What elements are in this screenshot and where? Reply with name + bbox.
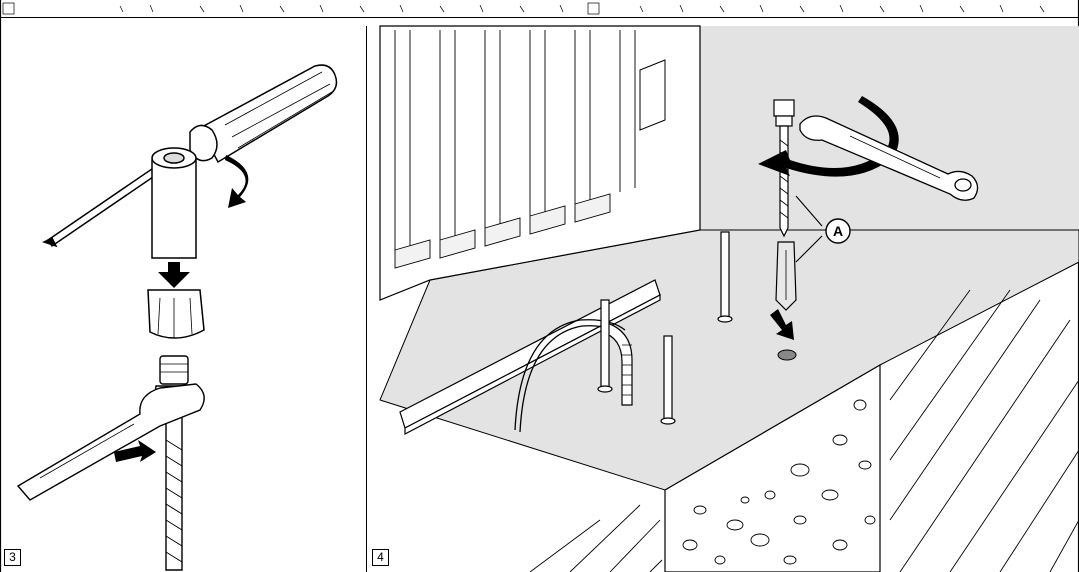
top-cropped-strip <box>3 3 1044 14</box>
step-4-label: 4 <box>372 549 389 566</box>
socket-wrench-icon <box>148 148 204 338</box>
panel-3-illustration <box>18 65 336 570</box>
drilled-hole <box>778 350 796 360</box>
step-3-label: 3 <box>4 549 21 566</box>
down-arrow-icon <box>158 262 190 288</box>
part-a-marker: A <box>833 223 843 239</box>
wall-plug-icon <box>776 242 796 310</box>
rotation-arrow-icon <box>225 155 248 208</box>
panel-4-illustration: A <box>380 26 1079 572</box>
